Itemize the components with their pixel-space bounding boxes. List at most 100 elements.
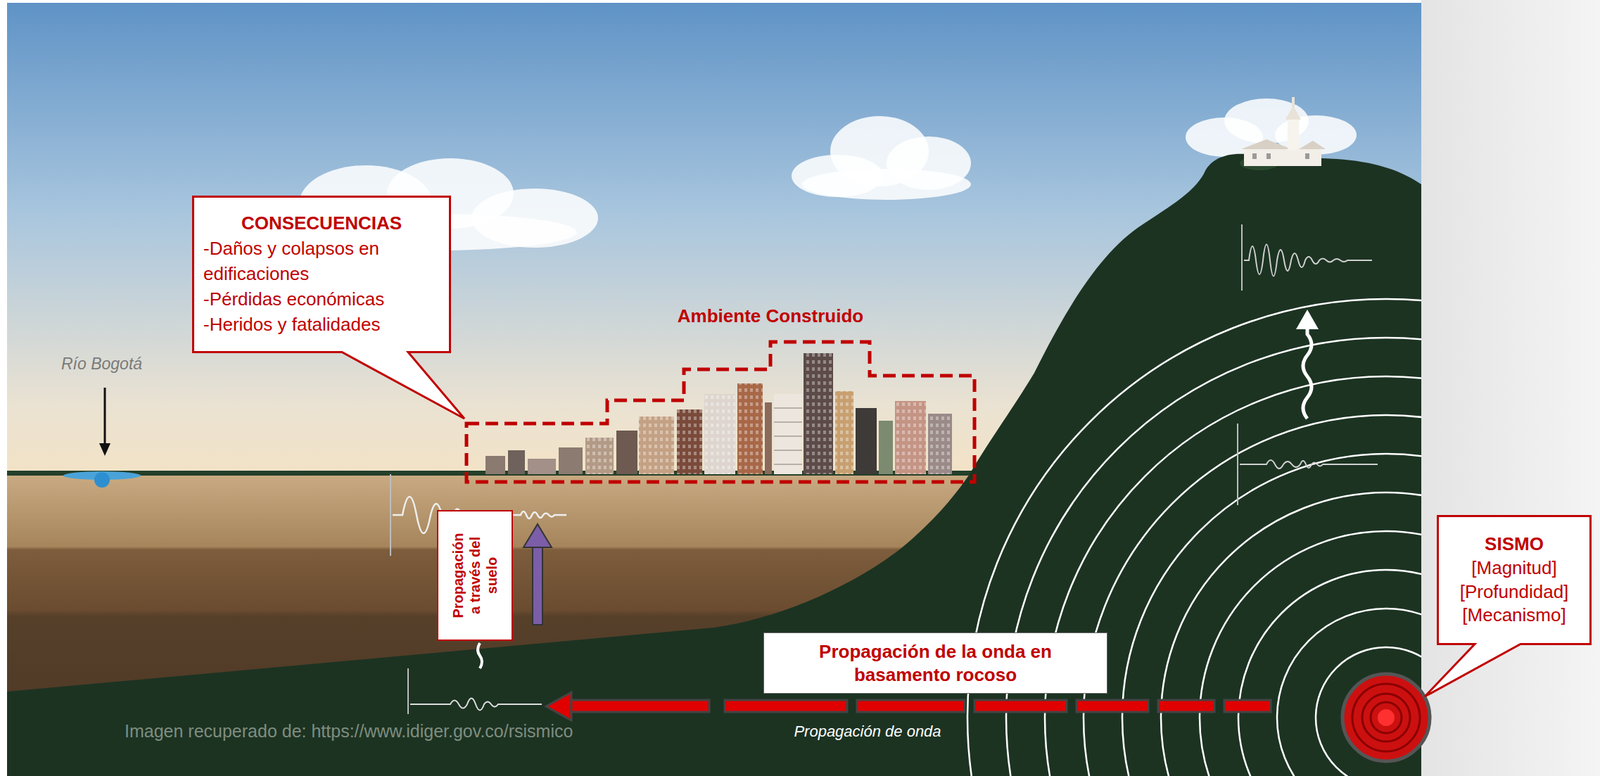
node-heading: Propagación de la onda en basamento roco…	[771, 640, 1100, 687]
seismograms	[410, 698, 542, 711]
seismograms	[1236, 423, 1239, 506]
seismograms	[1239, 460, 1378, 469]
mountain-rock	[7, 154, 1422, 776]
background	[7, 0, 1600, 776]
earthquake-callout: SISMO[Magnitud][Profundidad][Mecanismo]	[1436, 515, 1592, 646]
city-buildings	[835, 391, 854, 475]
upward-arrow	[523, 524, 552, 548]
wavy-arrows	[1296, 309, 1319, 330]
city-buildings	[585, 353, 952, 475]
city-buildings	[803, 353, 834, 475]
propagation-arrow	[856, 700, 965, 713]
wave-fronts	[1122, 453, 1600, 776]
earthquake-focus	[1342, 674, 1430, 762]
built-environment-region: Ambiente Construido	[466, 302, 976, 483]
label-anchor: Río Bogotá	[61, 353, 143, 374]
church	[1291, 97, 1295, 107]
city-buildings	[928, 413, 952, 475]
city-buildings	[585, 437, 614, 475]
city-buildings	[485, 455, 506, 475]
city-buildings	[773, 408, 803, 465]
city-buildings	[803, 353, 834, 475]
city-buildings	[773, 407, 803, 409]
seismograms	[390, 224, 1378, 715]
city-buildings	[773, 463, 803, 466]
consequences-callout: CONSECUENCIAS-Daños y colapsos en edific…	[192, 195, 452, 354]
soil-propagation-box: Propagación a través del suelo	[436, 510, 513, 641]
propagation-arrow	[724, 700, 848, 713]
seismograms	[1241, 224, 1243, 291]
wavy-arrows	[477, 309, 1319, 669]
river-label: Río Bogotá	[61, 353, 143, 374]
church	[1305, 153, 1310, 160]
church	[1239, 97, 1326, 171]
city-buildings	[928, 413, 952, 475]
text-holder: SISMO[Magnitud][Profundidad][Mecanismo]	[1436, 527, 1592, 634]
city-buildings	[855, 408, 877, 475]
node-text: -Daños y colapsos en edificaciones	[203, 236, 440, 288]
city-buildings	[616, 430, 638, 475]
city-buildings	[894, 401, 926, 475]
seismograms	[407, 668, 409, 715]
node-text: [Mecanismo]	[1443, 603, 1585, 628]
upward-arrow	[523, 524, 552, 625]
node-heading: SISMO	[1443, 532, 1585, 557]
river	[99, 443, 111, 456]
wave-fronts	[1160, 492, 1600, 776]
wavy-arrows	[477, 643, 482, 669]
label-anchor: Propagación de onda	[793, 721, 941, 741]
propagation-arrow	[1076, 700, 1149, 713]
city-buildings	[878, 420, 893, 475]
city-buildings	[773, 449, 803, 452]
river	[104, 387, 107, 447]
river	[94, 472, 110, 488]
earthquake-focus	[1352, 683, 1420, 752]
wave-fronts	[967, 299, 1600, 776]
source-watermark: Imagen recuperado de: https://www.idiger…	[124, 720, 573, 742]
church	[1298, 140, 1326, 150]
node-text: [Magnitud]	[1443, 556, 1585, 581]
node-text: -Pérdidas económicas	[203, 287, 440, 313]
wave-fronts	[967, 299, 1600, 776]
mountain-rock	[7, 154, 1422, 776]
propagation-arrow	[974, 700, 1067, 713]
upward-arrow	[532, 545, 543, 625]
church	[1252, 153, 1257, 160]
dashed-outline	[466, 341, 975, 482]
wavy-arrows	[1303, 325, 1312, 419]
clouds	[802, 168, 971, 200]
city-buildings	[835, 391, 854, 475]
node-heading: Ambiente Construido	[565, 304, 976, 329]
earthquake-focus	[1370, 702, 1402, 734]
church	[1266, 153, 1271, 160]
propagation-arrow	[545, 692, 1271, 721]
text-holder: CONSECUENCIAS-Daños y colapsos en edific…	[192, 205, 452, 343]
city-buildings	[764, 402, 772, 475]
background	[1421, 0, 1600, 776]
earthquake-focus	[1362, 693, 1411, 742]
propagation-arrow	[1158, 700, 1215, 713]
node-heading: CONSECUENCIAS	[203, 211, 440, 237]
text-holder: Propagación de la onda en basamento roco…	[771, 640, 1100, 687]
wave-fronts	[1083, 415, 1600, 776]
city-buildings	[638, 416, 675, 475]
seismograms	[389, 474, 392, 556]
callout-shape	[193, 197, 466, 420]
earthquake-focus	[1342, 674, 1430, 762]
earthquake-focus	[1377, 709, 1395, 727]
city-buildings	[704, 394, 736, 475]
city-buildings	[773, 394, 803, 475]
dashed-outline	[466, 302, 976, 483]
wave-label: Propagación de onda	[793, 721, 941, 741]
propagation-arrow	[571, 700, 710, 713]
propagation-arrow	[1224, 700, 1271, 713]
wave-fronts	[1044, 376, 1600, 776]
city-buildings	[638, 416, 675, 475]
wave-fronts	[1315, 647, 1457, 776]
river	[63, 387, 141, 488]
city-buildings	[527, 458, 556, 475]
bedrock-propagation-box: Propagación de la onda en basamento roco…	[763, 632, 1108, 694]
city-buildings	[704, 394, 736, 475]
city-buildings	[676, 409, 703, 475]
